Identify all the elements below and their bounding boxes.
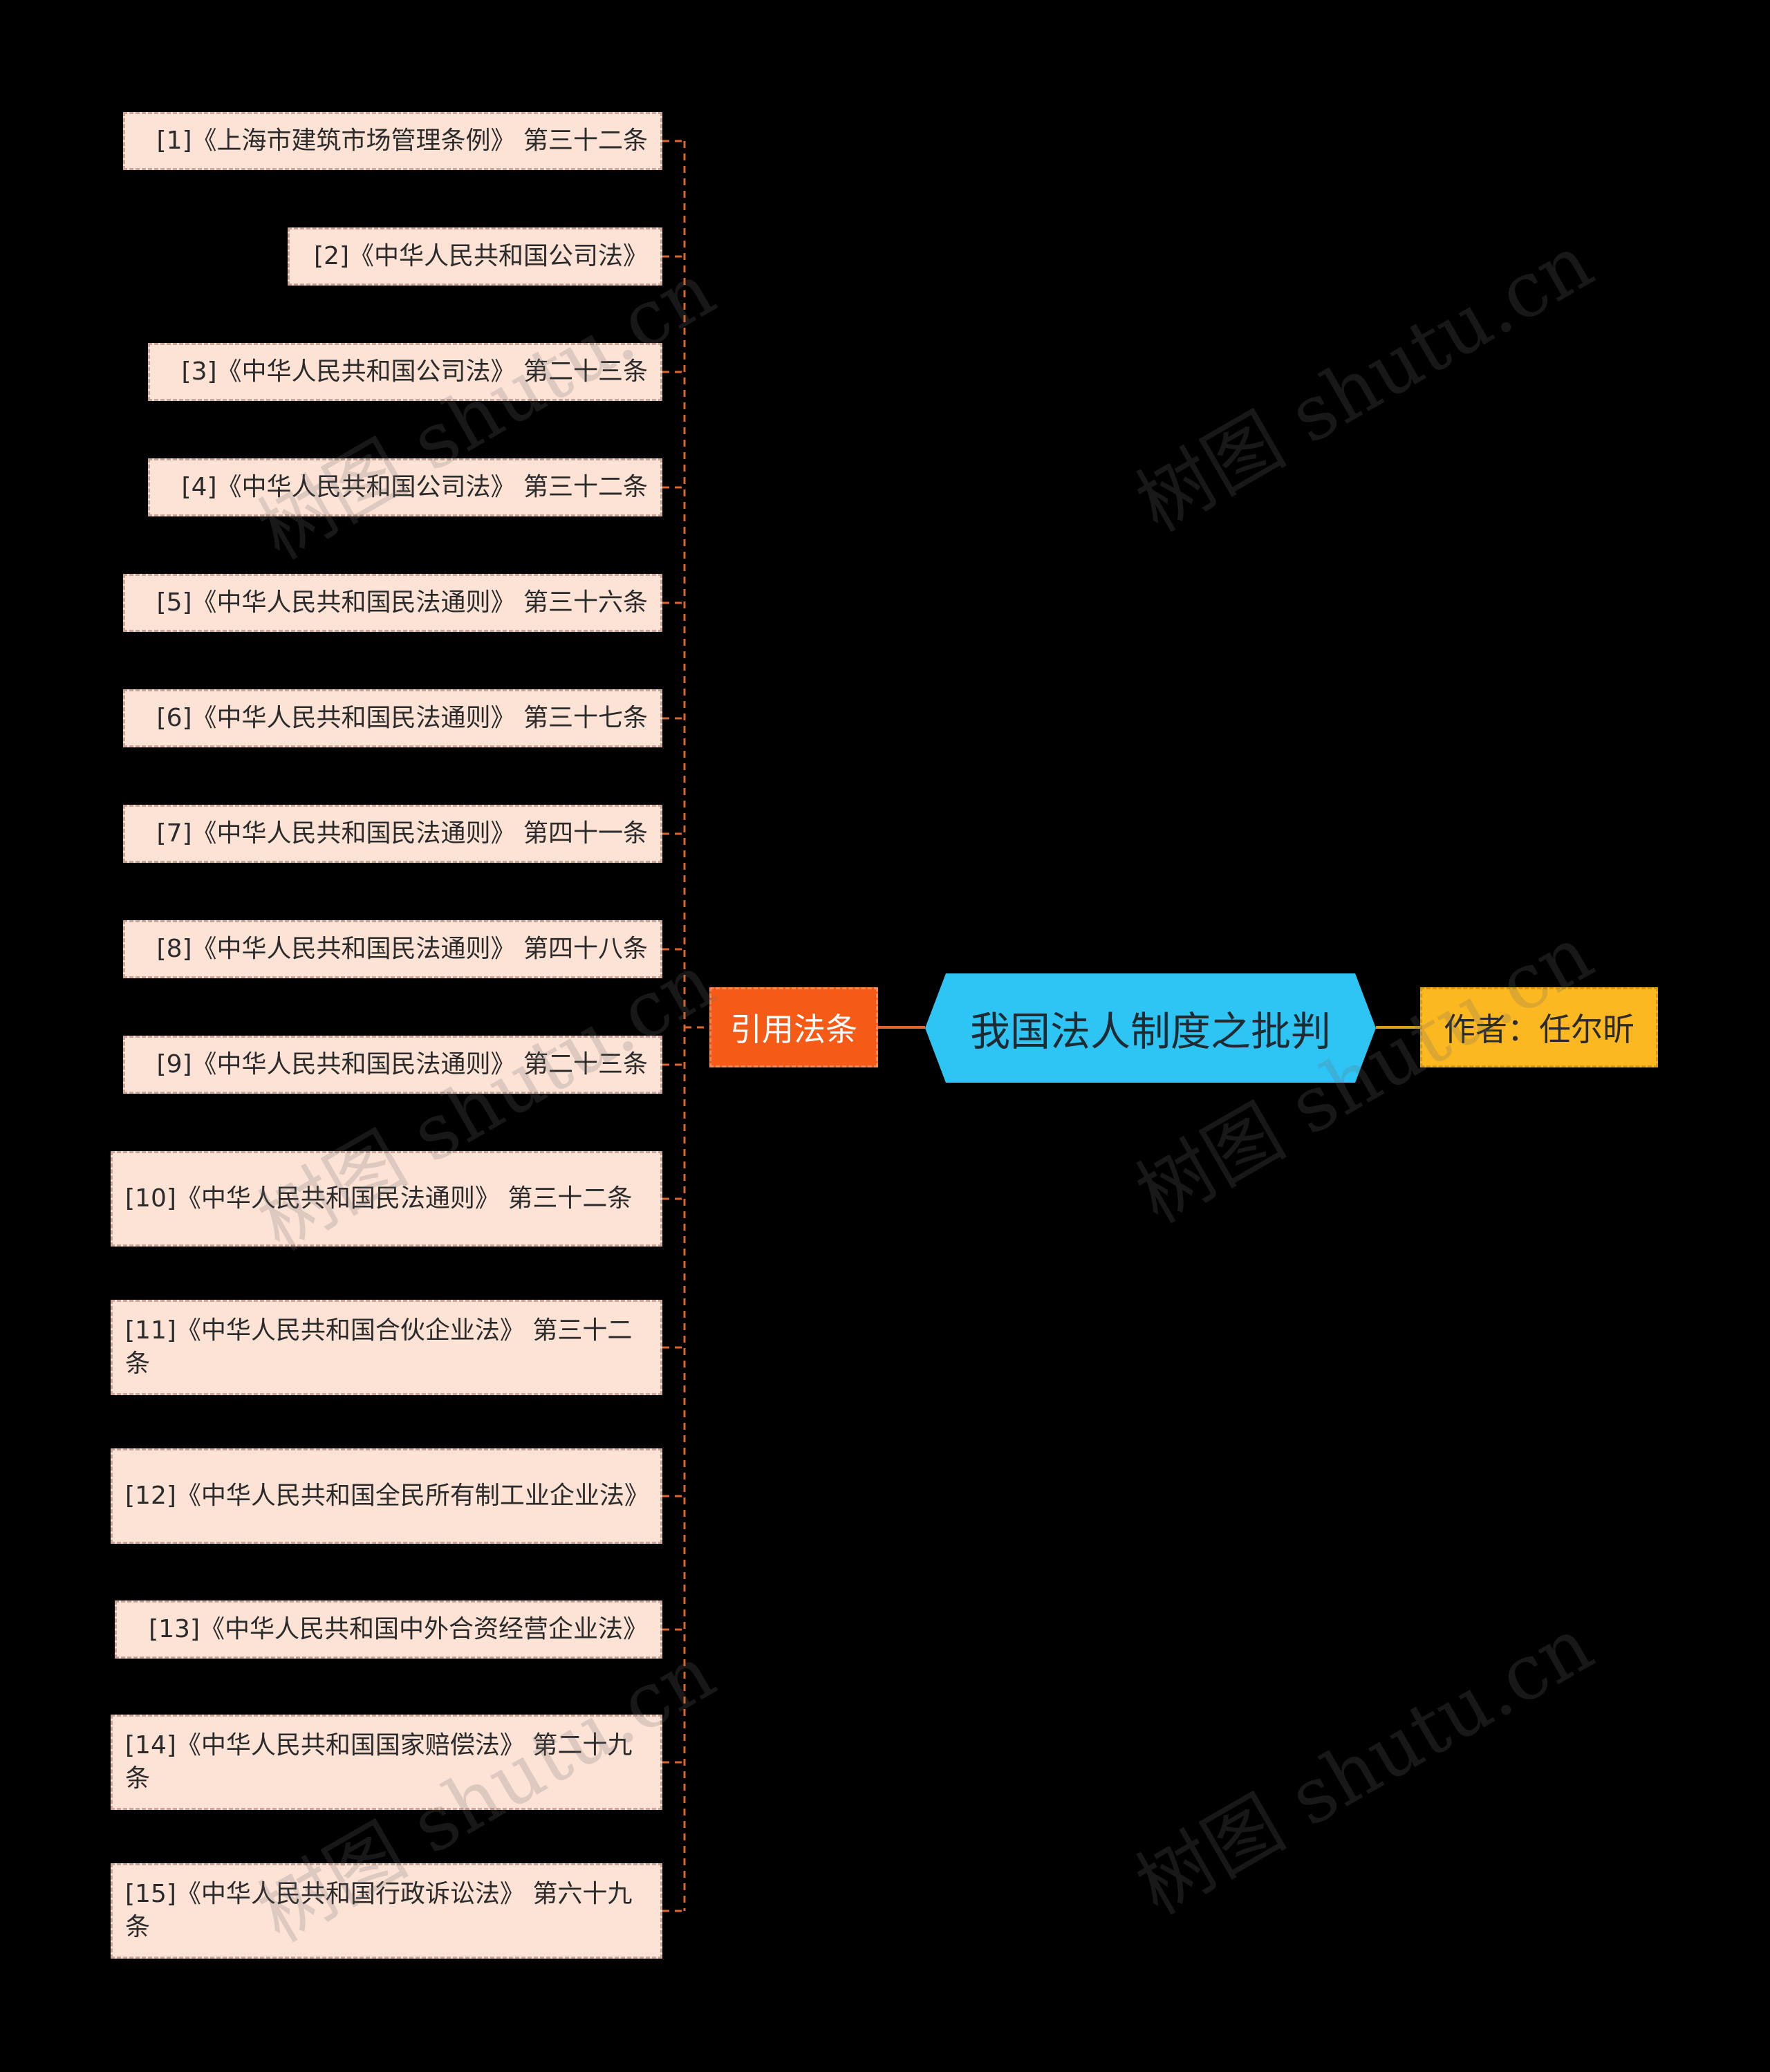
leaf-node[interactable]: [11]《中华人民共和国合伙企业法》 第三十二条 <box>111 1300 662 1395</box>
leaf-node[interactable]: [9]《中华人民共和国民法通则》 第二十三条 <box>123 1036 662 1094</box>
leaf-node-label: [3]《中华人民共和国公司法》 第二十三条 <box>181 357 648 386</box>
leaf-node[interactable]: [4]《中华人民共和国公司法》 第三十二条 <box>148 458 662 516</box>
leaf-node[interactable]: [8]《中华人民共和国民法通则》 第四十八条 <box>123 920 662 978</box>
leaf-node-label: [15]《中华人民共和国行政诉讼法》 第六十九条 <box>125 1880 633 1941</box>
leaf-node-label: [11]《中华人民共和国合伙企业法》 第三十二条 <box>125 1316 633 1378</box>
leaf-node-label: [2]《中华人民共和国公司法》 <box>314 242 648 270</box>
branch-node-label: 引用法条 <box>730 1011 857 1048</box>
root-node[interactable]: 我国法人制度之批判 <box>925 973 1376 1083</box>
leaf-node[interactable]: [5]《中华人民共和国民法通则》 第三十六条 <box>123 574 662 632</box>
leaf-node[interactable]: [1]《上海市建筑市场管理条例》 第三十二条 <box>123 112 662 170</box>
root-node-label: 我国法人制度之批判 <box>969 1008 1331 1055</box>
leaf-node[interactable]: [6]《中华人民共和国民法通则》 第三十七条 <box>123 689 662 747</box>
leaf-node-label: [10]《中华人民共和国民法通则》 第三十二条 <box>125 1184 633 1213</box>
leaf-node-label: [7]《中华人民共和国民法通则》 第四十一条 <box>156 819 648 848</box>
leaf-node-label: [6]《中华人民共和国民法通则》 第三十七条 <box>156 704 648 732</box>
leaf-node[interactable]: [10]《中华人民共和国民法通则》 第三十二条 <box>111 1151 662 1247</box>
leaf-node[interactable]: [7]《中华人民共和国民法通则》 第四十一条 <box>123 805 662 863</box>
leaf-node-label: [14]《中华人民共和国国家赔偿法》 第二十九条 <box>125 1731 633 1793</box>
author-node-label: 作者：任尔昕 <box>1444 1011 1634 1048</box>
leaf-node[interactable]: [2]《中华人民共和国公司法》 <box>288 227 662 286</box>
leaf-node[interactable]: [3]《中华人民共和国公司法》 第二十三条 <box>148 343 662 401</box>
leaf-node-label: [12]《中华人民共和国全民所有制工业企业法》 <box>125 1482 649 1510</box>
branch-node-cited-laws[interactable]: 引用法条 <box>709 987 878 1067</box>
leaf-node[interactable]: [15]《中华人民共和国行政诉讼法》 第六十九条 <box>111 1863 662 1959</box>
leaf-node[interactable]: [14]《中华人民共和国国家赔偿法》 第二十九条 <box>111 1715 662 1810</box>
leaf-node-label: [13]《中华人民共和国中外合资经营企业法》 <box>149 1615 648 1643</box>
leaf-node-label: [9]《中华人民共和国民法通则》 第二十三条 <box>156 1050 648 1079</box>
leaf-node-label: [8]《中华人民共和国民法通则》 第四十八条 <box>156 935 648 963</box>
leaf-node-label: [5]《中华人民共和国民法通则》 第三十六条 <box>156 588 648 617</box>
leaf-node[interactable]: [13]《中华人民共和国中外合资经营企业法》 <box>115 1600 662 1659</box>
leaf-node-label: [4]《中华人民共和国公司法》 第三十二条 <box>181 473 648 501</box>
author-node[interactable]: 作者：任尔昕 <box>1420 987 1658 1067</box>
leaf-node-label: [1]《上海市建筑市场管理条例》 第三十二条 <box>156 127 648 155</box>
leaf-node[interactable]: [12]《中华人民共和国全民所有制工业企业法》 <box>111 1448 662 1544</box>
root-node-shape <box>925 973 1376 1083</box>
